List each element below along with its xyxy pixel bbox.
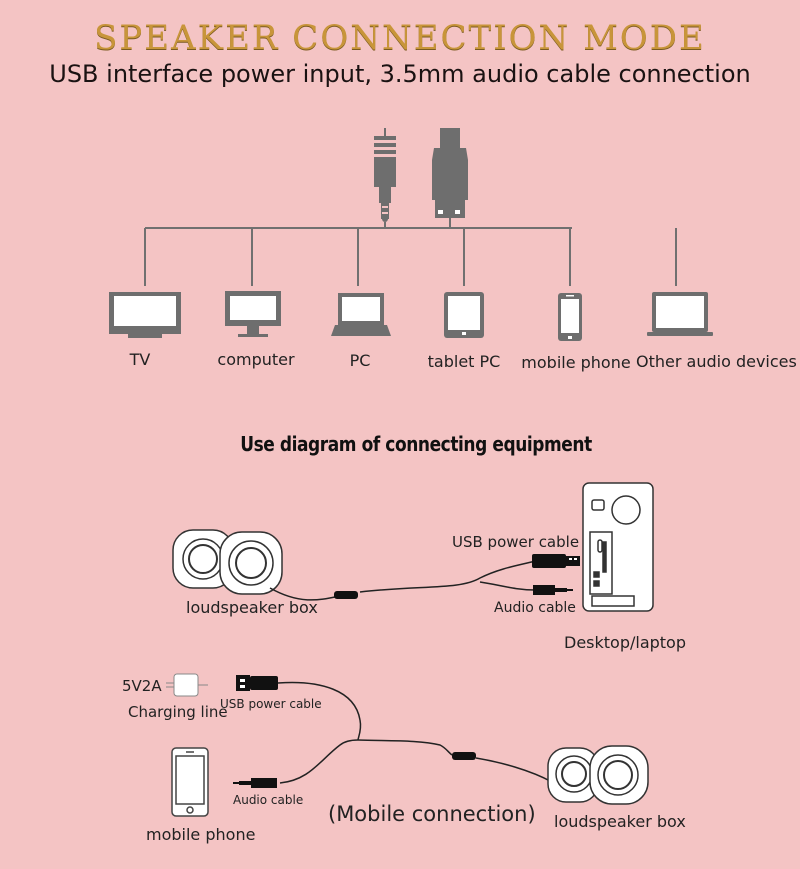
mobile-connection-caption: (Mobile connection) xyxy=(328,802,536,826)
audio-jack-icon xyxy=(374,128,396,222)
desktop-laptop-label: Desktop/laptop xyxy=(564,633,686,652)
usb-connector-desktop-icon xyxy=(532,554,580,568)
charger-rating-label: 5V2A xyxy=(122,677,162,695)
loudspeaker-box-label-mobile: loudspeaker box xyxy=(554,812,686,831)
laptop-open-icon xyxy=(647,292,713,336)
page-subtitle: USB interface power input, 3.5mm audio c… xyxy=(49,60,751,88)
charging-line-label: Charging line xyxy=(128,703,228,721)
loudspeaker-box-label-desktop: loudspeaker box xyxy=(186,598,318,617)
mobile-phone-icon xyxy=(171,747,209,817)
tree-connector-lines xyxy=(144,218,677,286)
desktop-tower-icon xyxy=(582,482,654,612)
usb-power-cable-label-mobile: USB power cable xyxy=(220,697,322,711)
page-title: SPEAKER CONNECTION MODE xyxy=(94,18,706,58)
monitor-icon xyxy=(225,291,281,337)
device-label-mobile-phone: mobile phone xyxy=(521,353,631,372)
mobile-phone-label: mobile phone xyxy=(146,825,256,844)
speaker-box-desktop xyxy=(172,529,283,595)
usb-power-cable-label-desktop: USB power cable xyxy=(452,533,580,551)
tv-icon xyxy=(109,292,181,338)
desktop-cables xyxy=(269,559,541,601)
audio-connector-desktop-icon xyxy=(533,585,573,595)
device-label-computer: computer xyxy=(217,350,295,369)
mobile-cables xyxy=(277,681,553,784)
usb-connector-mobile-icon xyxy=(236,675,278,691)
device-label-pc: PC xyxy=(349,351,371,370)
device-label-tablet: tablet PC xyxy=(427,352,501,371)
section-title: Use diagram of connecting equipment xyxy=(240,432,592,456)
charger-icon xyxy=(166,673,208,697)
inline-volume-control-mobile xyxy=(452,752,476,760)
speaker-box-mobile xyxy=(547,745,649,805)
laptop-icon xyxy=(331,293,391,336)
audio-connector-mobile-icon xyxy=(233,778,277,788)
audio-cable-label-desktop: Audio cable xyxy=(494,600,576,616)
device-label-tv: TV xyxy=(129,350,151,369)
usb-plug-icon xyxy=(432,128,468,218)
tablet-icon xyxy=(444,292,484,338)
inline-volume-control-desktop xyxy=(334,591,358,599)
audio-cable-label-mobile: Audio cable xyxy=(233,793,304,807)
phone-icon xyxy=(558,293,582,341)
device-label-other-audio: Other audio devices xyxy=(636,352,797,371)
